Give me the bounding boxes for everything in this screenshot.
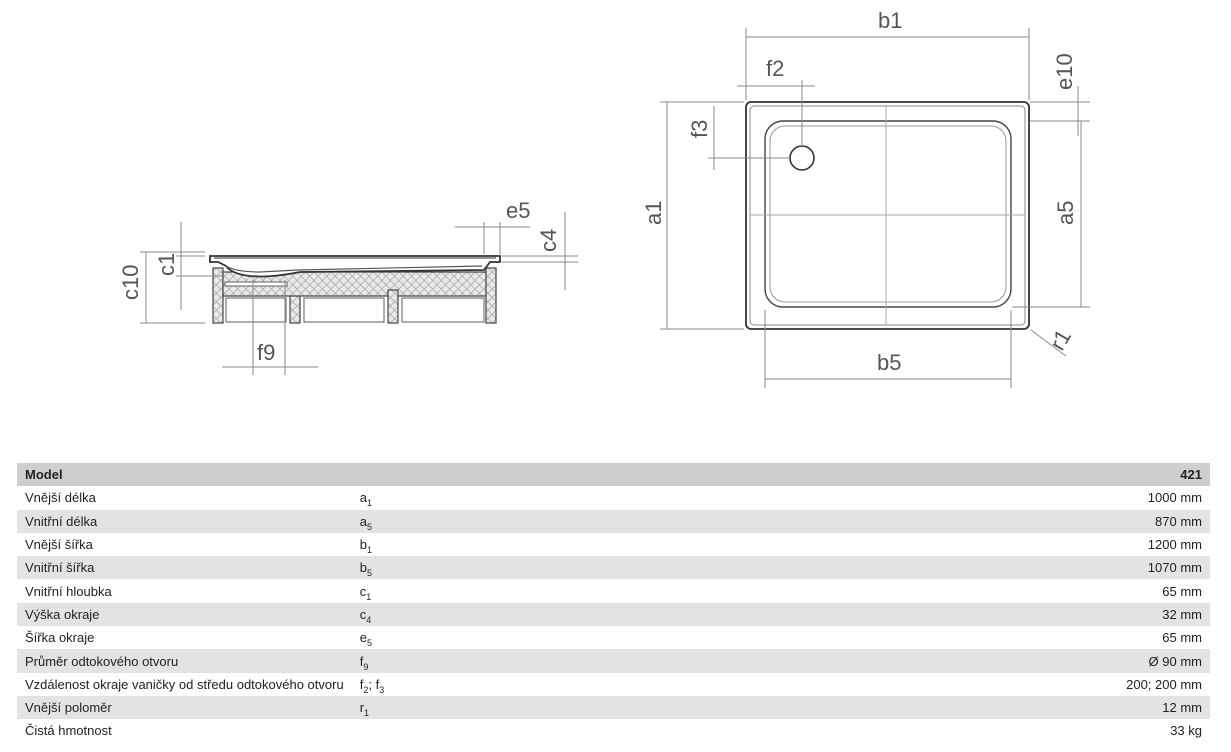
label-c1: c1: [154, 253, 179, 276]
top-view: [660, 28, 1090, 388]
row-value: 1200 mm: [1147, 537, 1202, 553]
row-symbol: b1: [359, 537, 372, 556]
row-value: Ø 90 mm: [1118, 649, 1210, 673]
row-symbol: c4: [351, 602, 1119, 627]
table-row: Vnější délka a1 1000 mm: [17, 486, 1210, 509]
label-a5: a5: [1053, 201, 1078, 225]
row-label: Šířka okraje: [25, 630, 95, 646]
row-label: Vnitřní šířka: [17, 556, 352, 580]
label-b1: b1: [878, 8, 902, 33]
table-row: Čistá hmotnost 33 kg: [17, 719, 1210, 742]
row-label: Vnější poloměr: [17, 695, 352, 720]
row-label: Vnější šířka: [25, 537, 93, 553]
label-f9: f9: [257, 340, 275, 365]
row-symbol: e5: [359, 630, 372, 649]
row-symbol: a1: [359, 490, 372, 509]
technical-drawing: c10 c1 f9 e5 c4: [118, 8, 1090, 388]
table-row: Vnitřní hloubka c1 65 mm: [17, 579, 1210, 602]
row-symbol: a5: [351, 509, 1119, 533]
drain-hole: [789, 145, 815, 171]
label-b5: b5: [877, 350, 901, 375]
label-e10: e10: [1052, 53, 1077, 90]
row-value: 1000 mm: [1147, 490, 1202, 506]
row-symbol: [352, 719, 1118, 742]
row-symbol: f9: [351, 649, 1119, 673]
label-f2: f2: [766, 56, 784, 81]
row-label: Vzdálenost okraje vaničky od středu odto…: [25, 676, 344, 692]
cross-section-view: [140, 212, 578, 375]
table-header-row: Model 421: [17, 463, 1210, 487]
row-label: Čistá hmotnost: [25, 723, 112, 739]
row-value: 33 kg: [1170, 723, 1202, 739]
row-value: 1070 mm: [1118, 556, 1210, 580]
row-value: 200; 200 mm: [1126, 676, 1202, 692]
table-row: Vzdálenost okraje vaničky od středu odto…: [17, 673, 1210, 696]
row-symbol: r1: [351, 695, 1119, 720]
row-label: Vnitřní hloubka: [25, 583, 112, 599]
row-label: Průměr odtokového otvoru: [17, 649, 352, 673]
row-value: 12 mm: [1118, 695, 1210, 720]
label-a1: a1: [641, 201, 666, 225]
row-value: 32 mm: [1118, 602, 1210, 627]
row-value: 870 mm: [1118, 509, 1210, 533]
label-c4: c4: [536, 229, 561, 252]
row-symbol: c1: [359, 583, 372, 602]
label-f3: f3: [687, 120, 712, 138]
table-row: Šířka okraje e5 65 mm: [17, 626, 1210, 649]
table-row: Vnější šířka b1 1200 mm: [17, 533, 1210, 556]
row-symbol: f2; f3: [359, 676, 385, 695]
label-r1: r1: [1045, 325, 1076, 354]
section-support-right: [485, 267, 497, 324]
header-label: Model: [17, 463, 352, 487]
section-support-mid: [387, 289, 399, 324]
label-e5: e5: [506, 198, 530, 223]
header-value: 421: [1118, 463, 1210, 487]
row-label: Výška okraje: [17, 602, 352, 627]
row-label: Vnější délka: [25, 490, 96, 506]
label-c10: c10: [118, 265, 143, 300]
row-symbol: b5: [351, 556, 1119, 580]
row-label: Vnitřní délka: [17, 509, 352, 533]
spec-table: Model 421 Vnější délka a1 1000 mm Vnitřní d…: [17, 463, 1210, 743]
row-value: 65 mm: [1162, 630, 1202, 646]
tray-inner-basin: [764, 120, 1012, 308]
tray-outline: [745, 101, 1030, 330]
row-value: 65 mm: [1162, 583, 1202, 599]
